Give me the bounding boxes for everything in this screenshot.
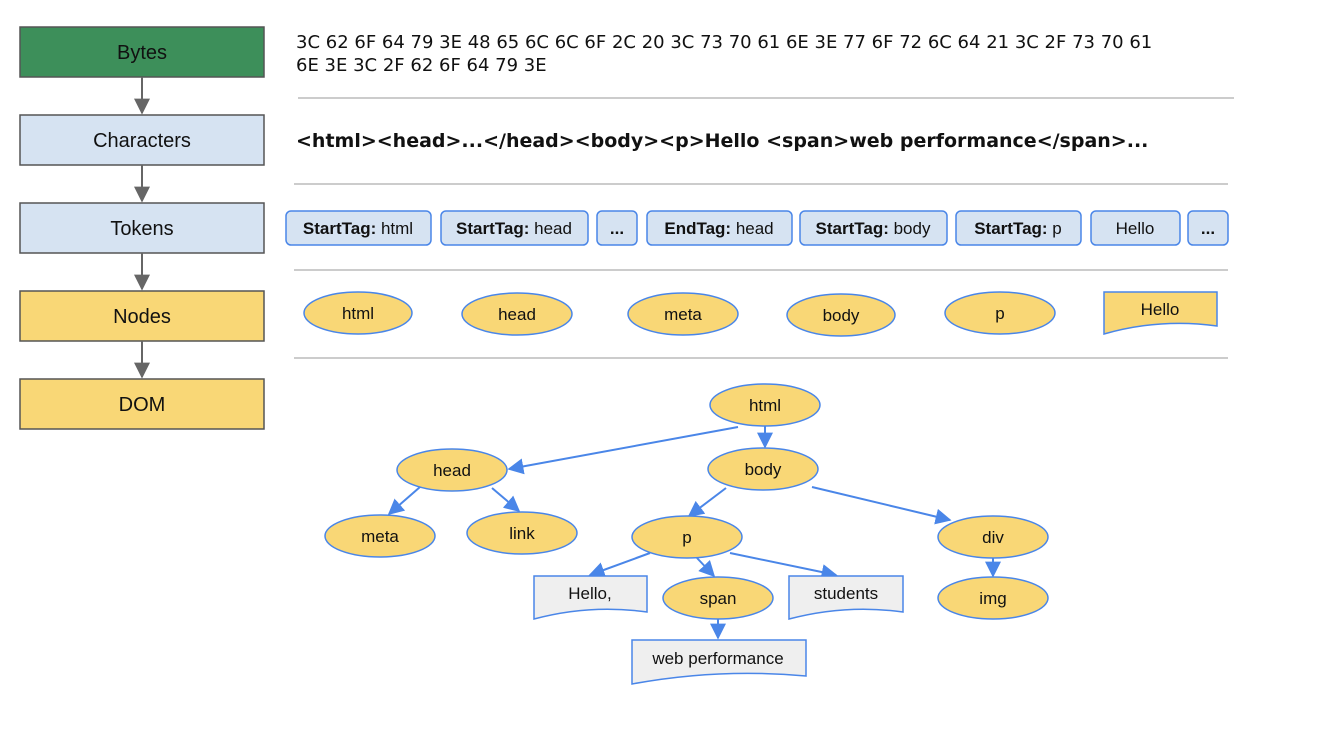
stage-bytes-box	[19, 26, 265, 78]
node-text-hello	[1103, 291, 1218, 335]
node-label: meta	[664, 305, 702, 324]
dom-node-head	[396, 448, 508, 492]
token-box	[799, 210, 948, 246]
token-box	[285, 210, 432, 246]
token-label: ...	[610, 219, 624, 238]
dom-edge	[588, 552, 651, 578]
node-meta	[627, 292, 739, 336]
token-box	[1090, 210, 1181, 246]
characters-text: <html><head>...</head><body><p>Hello <sp…	[296, 130, 1148, 152]
node-body	[786, 293, 896, 337]
bytes-line-1: 3C 62 6F 64 79 3E 48 65 6C 6C 6F 2C 20 3…	[296, 32, 1152, 53]
dom-text-web-performance	[631, 639, 807, 685]
pipeline: Bytes Characters Tokens Nodes DOM	[19, 26, 265, 430]
node-html	[303, 291, 413, 335]
dom-node-html	[709, 383, 821, 427]
stage-nodes-box	[19, 290, 265, 342]
dom-edge	[811, 486, 952, 525]
stage-characters-box	[19, 114, 265, 166]
dom-node-div	[937, 515, 1049, 559]
token-label: StartTag: p	[974, 219, 1062, 238]
dom-edge	[507, 426, 739, 475]
dom-edge	[696, 557, 716, 578]
node-head	[461, 292, 573, 336]
dom-node-img	[937, 576, 1049, 620]
stage-tokens-label: Tokens	[110, 218, 173, 240]
token-box	[955, 210, 1082, 246]
token-label: EndTag: head	[664, 219, 773, 238]
dom-node-meta	[324, 514, 436, 558]
dom-edge	[687, 487, 727, 517]
stage-dom-label: DOM	[119, 394, 166, 416]
dom-edge	[491, 487, 521, 513]
stage-dom-box	[19, 378, 265, 430]
dom-tree: html head body meta link p div Hello, sp…	[324, 383, 1049, 685]
dom-text-hello	[533, 575, 648, 620]
dom-node-label: meta	[361, 527, 399, 546]
dom-node-label: Hello,	[568, 584, 611, 603]
token-box	[596, 210, 638, 246]
dom-node-p	[631, 515, 743, 559]
node-p	[944, 291, 1056, 335]
dom-node-label: head	[433, 461, 471, 480]
token-label: StartTag: body	[816, 219, 931, 238]
node-label: html	[342, 304, 374, 323]
dom-edge	[729, 552, 838, 580]
stage-tokens-box	[19, 202, 265, 254]
nodes-row: html head meta body p Hello	[303, 291, 1218, 337]
stage-nodes-label: Nodes	[113, 306, 171, 328]
node-label: Hello	[1141, 300, 1180, 319]
token-label: StartTag: html	[303, 219, 413, 238]
dom-node-body	[707, 447, 819, 491]
dom-node-span	[662, 576, 774, 620]
dom-node-label: html	[749, 396, 781, 415]
dom-node-label: span	[700, 589, 737, 608]
dom-node-label: div	[982, 528, 1004, 547]
dom-node-link	[466, 511, 578, 555]
token-label: ...	[1201, 219, 1215, 238]
token-label: StartTag: head	[456, 219, 572, 238]
node-label: p	[995, 304, 1004, 323]
tokens-row: StartTag: html StartTag: head ... EndTag…	[285, 210, 1229, 246]
token-box	[440, 210, 589, 246]
dom-text-students	[788, 575, 904, 620]
token-label: Hello	[1116, 219, 1155, 238]
stage-bytes-label: Bytes	[117, 42, 167, 64]
dom-edge	[387, 486, 421, 516]
node-label: head	[498, 305, 536, 324]
dom-node-label: img	[979, 589, 1006, 608]
dom-node-label: body	[745, 460, 782, 479]
dom-node-label: web performance	[651, 649, 783, 668]
bytes-line-2: 6E 3E 3C 2F 62 6F 64 79 3E	[296, 55, 547, 76]
dom-node-label: students	[814, 584, 878, 603]
dom-node-label: p	[682, 528, 691, 547]
stage-characters-label: Characters	[93, 130, 191, 152]
token-box	[646, 210, 793, 246]
node-label: body	[823, 306, 860, 325]
dom-tree-edges	[387, 426, 1001, 640]
token-box	[1187, 210, 1229, 246]
dom-node-label: link	[509, 524, 535, 543]
